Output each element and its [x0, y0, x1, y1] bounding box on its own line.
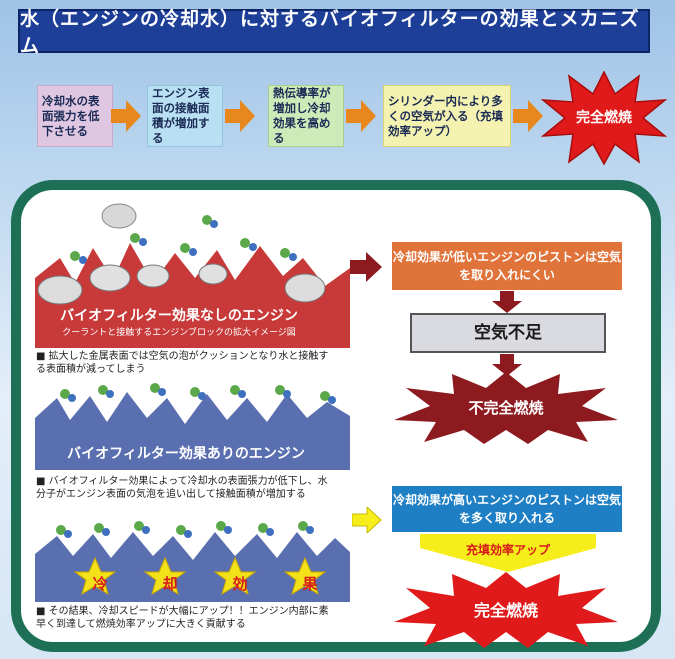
step-2-text: エンジン表面の接触面積が増加する: [152, 86, 210, 145]
scene-result-illustration: [35, 521, 350, 602]
scene-no-filter-sublabel: クーラントと接触するエンジンブロックの拡大イメージ図: [62, 328, 296, 338]
page-title: 水（エンジンの冷却水）に対するバイオフィルターの効果とメカニズム: [18, 8, 650, 57]
high-cooling-text: 冷却効果が高いエンジンのピストンは空気を多く取り入れる: [392, 493, 621, 525]
complete-burst-top: [541, 70, 667, 166]
low-cooling-box: 冷却効果が低いエンジンのピストンは空気を取り入れにくい: [392, 242, 622, 290]
air-shortage-box: 空気不足: [410, 313, 606, 353]
step-3-box: 熱伝導率が増加し冷却効果を高める: [268, 85, 344, 147]
flow-arrow-1: [111, 100, 141, 132]
incomplete-burst: [394, 372, 618, 444]
scene-result-caption: ■ その結果、冷却スピードが大幅にアップ！！エンジン内部に素早く到達して燃焼効率…: [36, 606, 329, 630]
low-cooling-text: 冷却効果が低いエンジンのピストンは空気を取り入れにくい: [392, 250, 621, 282]
high-cooling-box: 冷却効果が高いエンジンのピストンは空気を多く取り入れる: [392, 486, 622, 532]
step-2-box: エンジン表面の接触面積が増加する: [147, 85, 223, 147]
flow-arrow-4: [513, 100, 543, 132]
step-4-box: シリンダー内により多くの空気が入る（充填効率アップ）: [383, 85, 511, 147]
complete-burst: [394, 572, 618, 648]
scene-no-filter-illustration: [35, 203, 350, 348]
flow-arrow-2: [225, 100, 255, 132]
incomplete-label: 不完全燃焼: [468, 399, 544, 417]
star-label-3: 効: [232, 575, 248, 593]
scene-with-filter-caption: ■ バイオフィルター効果によって冷却水の表面張力が低下し、水分子がエンジン表面の…: [36, 476, 328, 500]
step-3-text: 熱伝導率が増加し冷却効果を高める: [273, 86, 331, 145]
air-shortage-text: 空気不足: [474, 323, 542, 343]
arrow-to-low-cooling: [350, 252, 382, 282]
star-label-1: 冷: [92, 575, 108, 593]
efficiency-arrow: [420, 534, 596, 572]
final-top-label: 完全燃焼: [576, 110, 632, 126]
arrow-down-1: [492, 291, 522, 313]
scene-no-filter-label: バイオフィルター効果なしのエンジン: [60, 308, 298, 324]
scene-with-filter-illustration: [35, 383, 350, 470]
efficiency-label: 充填効率アップ: [465, 543, 550, 557]
arrow-to-high-cooling: [352, 507, 382, 533]
flow-arrow-3: [346, 100, 376, 132]
complete-label: 完全燃焼: [473, 601, 538, 620]
step-1-box: 冷却水の表面張力を低下させる: [37, 85, 113, 147]
step-4-text: シリンダー内により多くの空気が入る（充填効率アップ）: [388, 93, 503, 138]
scene-with-filter-label: バイオフィルター効果ありのエンジン: [67, 446, 305, 462]
step-1-text: 冷却水の表面張力を低下させる: [42, 93, 100, 138]
arrow-down-2: [492, 354, 522, 376]
star-label-2: 却: [162, 575, 178, 593]
star-label-4: 果: [302, 575, 318, 593]
scene-no-filter-caption: ■ 拡大した金属表面では空気の泡がクッションとなり水と接触する表面積が減ってしま…: [36, 351, 329, 375]
